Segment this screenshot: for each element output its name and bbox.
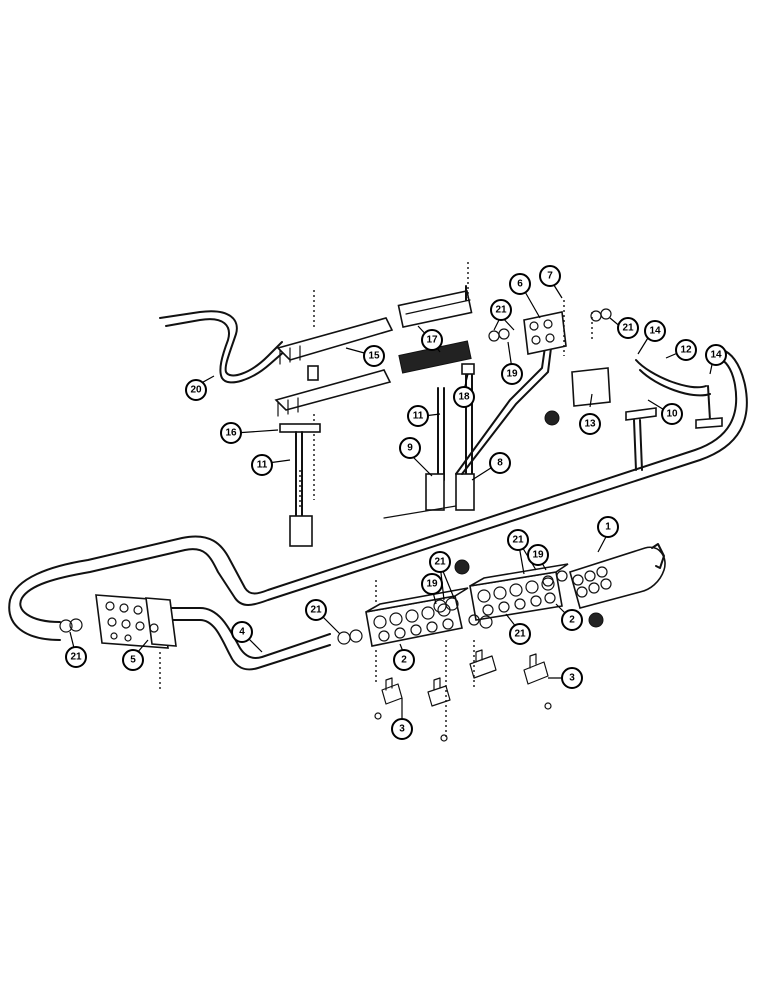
callout-c9: 9 bbox=[399, 437, 421, 459]
callout-label: 21 bbox=[512, 535, 524, 546]
callout-label: 3 bbox=[399, 724, 405, 735]
callout-label: 1 bbox=[605, 522, 611, 533]
callout-label: 21 bbox=[495, 305, 507, 316]
callout-c17: 17 bbox=[421, 329, 443, 351]
callout-c14b: 14 bbox=[705, 344, 727, 366]
callout-c10: 10 bbox=[661, 403, 683, 425]
callout-c21f: 21 bbox=[509, 623, 531, 645]
callout-c3a: 3 bbox=[391, 718, 413, 740]
callout-label: 18 bbox=[458, 392, 470, 403]
callout-c11b: 11 bbox=[251, 454, 273, 476]
callout-c20: 20 bbox=[185, 379, 207, 401]
callout-c12: 12 bbox=[675, 339, 697, 361]
callout-label: 6 bbox=[517, 279, 523, 290]
callout-c15: 15 bbox=[363, 345, 385, 367]
callout-c21e: 21 bbox=[429, 551, 451, 573]
callout-label: 17 bbox=[426, 335, 438, 346]
callout-label: 13 bbox=[584, 419, 596, 430]
callout-c19a: 19 bbox=[501, 363, 523, 385]
right-bracket-assembly bbox=[488, 300, 723, 471]
callout-c21b: 21 bbox=[617, 317, 639, 339]
callout-c21a: 21 bbox=[490, 299, 512, 321]
callout-c7: 7 bbox=[539, 265, 561, 287]
valve-block-left bbox=[337, 580, 469, 685]
spring-rods bbox=[397, 262, 473, 491]
callout-c18: 18 bbox=[453, 386, 475, 408]
callout-c3b: 3 bbox=[561, 667, 583, 689]
callout-label: 4 bbox=[239, 627, 245, 638]
callout-c13: 13 bbox=[579, 413, 601, 435]
callout-label: 21 bbox=[514, 629, 526, 640]
callout-label: 14 bbox=[710, 350, 722, 361]
callout-label: 9 bbox=[407, 443, 413, 454]
clamp-brackets bbox=[374, 640, 552, 742]
callout-label: 12 bbox=[680, 345, 692, 356]
callout-c8: 8 bbox=[489, 452, 511, 474]
callout-c4: 4 bbox=[231, 621, 253, 643]
callout-c2a: 2 bbox=[393, 649, 415, 671]
callout-label: 21 bbox=[434, 557, 446, 568]
hose-assembly bbox=[8, 349, 748, 671]
callout-c11a: 11 bbox=[407, 405, 429, 427]
callout-label: 10 bbox=[666, 409, 678, 420]
callout-label: 8 bbox=[497, 458, 503, 469]
callout-c6: 6 bbox=[509, 273, 531, 295]
callout-label: 15 bbox=[368, 351, 380, 362]
callout-label: 2 bbox=[401, 655, 407, 666]
callout-c19c: 19 bbox=[527, 544, 549, 566]
callout-c21d: 21 bbox=[305, 599, 327, 621]
callout-label: 19 bbox=[532, 550, 544, 561]
callout-c21g: 21 bbox=[507, 529, 529, 551]
callout-c1: 1 bbox=[597, 516, 619, 538]
callout-label: 21 bbox=[70, 652, 82, 663]
callout-label: 5 bbox=[130, 655, 136, 666]
callout-label: 2 bbox=[569, 615, 575, 626]
callout-label: 21 bbox=[310, 605, 322, 616]
callout-label: 11 bbox=[257, 460, 268, 471]
callout-c21c: 21 bbox=[65, 646, 87, 668]
bulkhead-plate bbox=[59, 594, 177, 690]
callout-label: 21 bbox=[622, 323, 634, 334]
control-levers bbox=[159, 290, 394, 547]
manifold-cylinder bbox=[542, 543, 666, 609]
callout-label: 20 bbox=[190, 385, 202, 396]
mounting-brackets bbox=[383, 339, 553, 519]
callout-c5: 5 bbox=[122, 649, 144, 671]
callout-label: 3 bbox=[569, 673, 575, 684]
callout-label: 19 bbox=[506, 369, 518, 380]
callout-label: 19 bbox=[426, 579, 438, 590]
callout-label: 11 bbox=[413, 411, 424, 422]
valve-block-right bbox=[433, 559, 604, 629]
callout-c14a: 14 bbox=[644, 320, 666, 342]
callout-label: 16 bbox=[225, 428, 237, 439]
leader-lines bbox=[69, 281, 715, 722]
callout-label: 7 bbox=[547, 271, 553, 282]
callout-c19b: 19 bbox=[421, 573, 443, 595]
callout-label: 14 bbox=[649, 326, 661, 337]
callout-c16: 16 bbox=[220, 422, 242, 444]
callout-c2b: 2 bbox=[561, 609, 583, 631]
